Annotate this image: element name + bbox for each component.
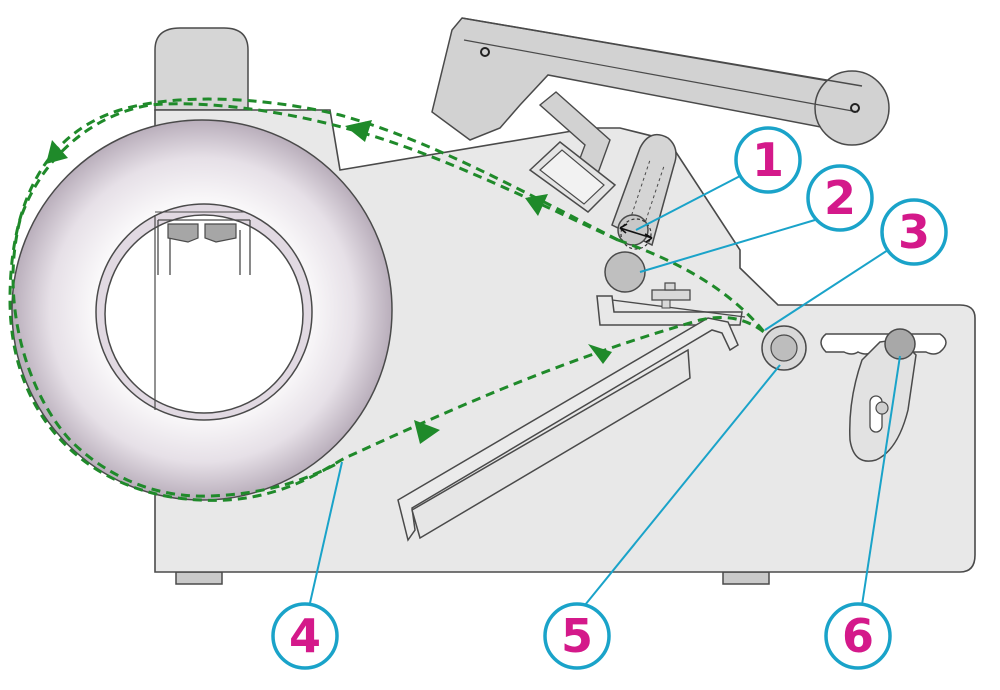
right-foot — [722, 571, 770, 585]
lower-chute-tray — [397, 317, 739, 542]
callout-6: 6 — [824, 602, 892, 670]
leader-3 — [764, 249, 889, 331]
callout-4: 4 — [271, 602, 339, 670]
arrow-right-lower — [414, 420, 440, 444]
web-path-arrows — [46, 120, 612, 444]
arrow-up-left-upper — [345, 120, 372, 142]
callout-5: 5 — [543, 602, 611, 670]
roller-2 — [604, 251, 646, 293]
leader-2 — [639, 219, 816, 273]
leader-4 — [309, 461, 343, 604]
arrow-up-left-lower — [525, 194, 548, 216]
roller-6 — [884, 328, 916, 360]
arrow-right-upper — [588, 344, 612, 364]
arrow-to-roll-top-left — [46, 140, 68, 164]
web-path — [8, 97, 767, 502]
callout-2-label: 2 — [824, 171, 856, 225]
web-path-roll-loop — [8, 97, 766, 502]
bracket-clamp — [528, 141, 617, 213]
roll-holder-post — [154, 27, 249, 111]
guide-roller-5 — [761, 325, 807, 371]
left-foot — [175, 571, 223, 585]
callout-3: 3 — [880, 198, 948, 266]
callout-6-label: 6 — [842, 609, 874, 663]
leader-6 — [861, 355, 901, 606]
leader-5 — [584, 364, 781, 606]
web-path-to-peel — [617, 238, 767, 334]
callout-2: 2 — [806, 164, 874, 232]
arm-end-screw — [850, 103, 860, 113]
roll-core-inner — [104, 214, 304, 414]
label-roll — [11, 119, 393, 501]
leader-1 — [635, 174, 743, 231]
callout-1: 1 — [734, 126, 802, 194]
callout-5-label: 5 — [561, 609, 593, 663]
callout-4-label: 4 — [289, 609, 321, 663]
callout-leaders — [309, 174, 901, 606]
callout-1-label: 1 — [752, 133, 784, 187]
web-path-roll-outer — [11, 102, 619, 498]
adjustable-roller-1 — [617, 214, 653, 250]
arm-pivot-screw — [480, 47, 490, 57]
callout-3-label: 3 — [898, 205, 930, 259]
